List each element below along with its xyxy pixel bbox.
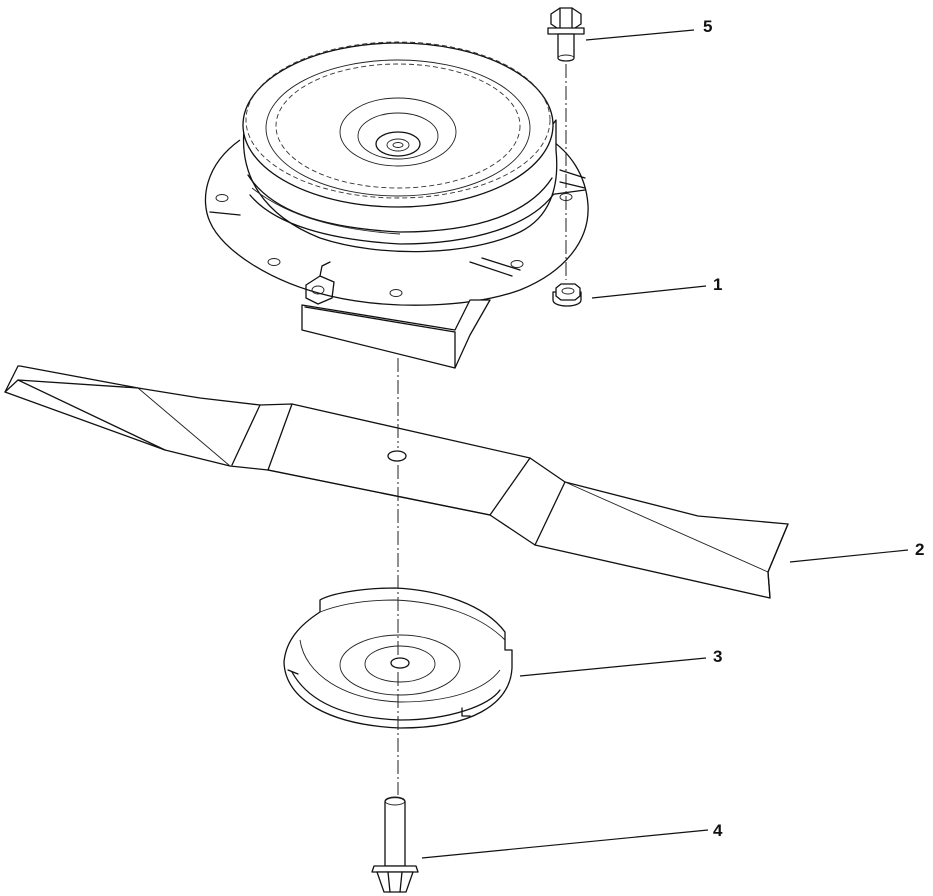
leader-lines [421, 29, 909, 859]
bolt-5 [547, 7, 585, 62]
callout-5: 5 [703, 17, 712, 36]
mower-blade-2 [4, 365, 789, 599]
callout-1: 1 [713, 275, 722, 294]
flange-nut-1 [552, 283, 582, 307]
callout-2: 2 [915, 540, 924, 559]
assembly-centerlines [397, 64, 567, 795]
bolt-4 [371, 796, 419, 893]
callout-3: 3 [713, 647, 722, 666]
clutch-pulley-assembly [204, 41, 589, 369]
callout-4: 4 [713, 821, 723, 840]
blade-spacer-3 [283, 587, 513, 729]
